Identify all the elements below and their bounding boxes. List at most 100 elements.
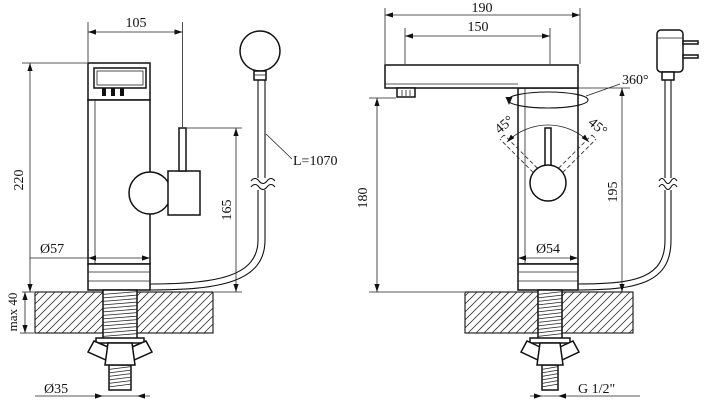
hatch-line xyxy=(34,291,64,321)
hatch-line xyxy=(612,312,634,334)
hatch-line xyxy=(37,291,80,334)
hatch-line xyxy=(464,291,486,313)
hatch-line xyxy=(561,291,583,313)
thread-line xyxy=(102,322,138,327)
dimension-max-thickness: max 40 xyxy=(5,292,34,334)
cable-inner-edge xyxy=(577,80,666,285)
spout xyxy=(384,64,579,89)
arrowhead xyxy=(518,255,526,261)
thread-line xyxy=(541,373,559,377)
shower-head xyxy=(239,30,281,72)
hatch-line xyxy=(136,291,174,329)
hatch-line xyxy=(475,291,518,334)
shower-neck xyxy=(253,70,267,81)
lever-height-label: 165 xyxy=(220,200,235,221)
lever-angle-left-label: 45° xyxy=(492,113,517,137)
hatch-line xyxy=(580,291,623,334)
hatch-line xyxy=(604,304,634,334)
hatch-line xyxy=(564,291,607,334)
thread-line xyxy=(108,380,132,384)
wing-right xyxy=(559,340,581,362)
hatch-line xyxy=(34,291,72,329)
arrowhead xyxy=(570,255,578,261)
hatch-line xyxy=(136,291,150,305)
thread-line xyxy=(541,383,559,388)
wing-right xyxy=(131,340,154,362)
wing-left xyxy=(519,340,541,362)
thread-line xyxy=(537,294,563,299)
hatch-line xyxy=(515,310,539,334)
break-mark xyxy=(658,183,678,191)
angle-arc xyxy=(506,124,590,143)
cable-outer-edge xyxy=(577,80,672,291)
arrowhead xyxy=(374,98,380,106)
hatch-line xyxy=(139,291,182,334)
thread-line xyxy=(108,376,132,381)
hatch-line xyxy=(572,291,615,334)
hatch-line xyxy=(507,302,539,334)
thread-line xyxy=(541,376,559,381)
hatch-line xyxy=(561,291,591,321)
wing-nut xyxy=(86,337,154,366)
hatch-line xyxy=(531,326,539,334)
leader-line xyxy=(585,83,621,97)
arrowhead xyxy=(95,393,103,399)
hatch-line xyxy=(588,291,631,334)
countertop-section xyxy=(34,291,214,334)
dimension-lever-height: 165 xyxy=(187,127,242,293)
nut-body xyxy=(536,342,564,366)
hatch-line xyxy=(77,307,104,334)
thread-line xyxy=(102,319,138,323)
hatch-line xyxy=(136,291,166,321)
thread-line xyxy=(541,380,559,384)
dimension-overall-width: 190 xyxy=(384,1,581,64)
thread-line xyxy=(537,305,563,309)
plug-pin xyxy=(682,40,699,45)
hatch-line xyxy=(45,291,88,334)
spout-length-label: 150 xyxy=(468,20,489,35)
power-plug xyxy=(656,29,699,81)
lever-position-right xyxy=(591,134,597,140)
break-mark xyxy=(250,183,276,191)
hatch-line xyxy=(499,294,539,334)
faucet-body-front xyxy=(384,64,579,291)
lever-position-left xyxy=(499,138,534,173)
plug-pin xyxy=(682,54,699,59)
hatch-line xyxy=(491,291,534,334)
countertop-section xyxy=(464,291,634,334)
arrowhead xyxy=(542,33,550,39)
hatch-line xyxy=(155,291,198,334)
display-tick xyxy=(102,88,106,96)
countertop-left-part xyxy=(34,291,104,334)
wing-nut xyxy=(519,337,581,366)
lever-handle xyxy=(178,127,187,172)
lever-knob xyxy=(128,171,172,215)
thread-line xyxy=(102,333,138,337)
hatch-line xyxy=(464,291,478,305)
thread-line xyxy=(102,291,138,295)
hatch-line xyxy=(464,291,494,321)
dimension-body-diameter-front: Ø54 xyxy=(518,242,578,261)
arrowhead xyxy=(534,393,542,399)
arrowhead xyxy=(405,33,413,39)
wing-left xyxy=(86,340,109,362)
arrowhead xyxy=(142,255,150,261)
hatch-line xyxy=(561,291,575,305)
arrowhead xyxy=(581,134,589,142)
thread-line xyxy=(537,291,563,295)
overall-width-label: 190 xyxy=(472,1,493,16)
dimension-spout-length: 150 xyxy=(404,20,551,64)
arrowhead xyxy=(88,29,96,35)
thread-line xyxy=(102,312,138,316)
dimension-height: 220 xyxy=(12,62,87,293)
hatch-line xyxy=(163,291,206,334)
arrowhead xyxy=(233,284,239,292)
arrowhead xyxy=(558,393,566,399)
arrowhead xyxy=(22,292,28,300)
hatch-line xyxy=(34,291,40,297)
hatch-line xyxy=(620,320,634,334)
rotation-indicator: 360° xyxy=(505,73,649,109)
left-view: 105 220 xyxy=(5,16,337,399)
rotation-label: 360° xyxy=(622,73,649,88)
thread-line xyxy=(102,329,138,334)
